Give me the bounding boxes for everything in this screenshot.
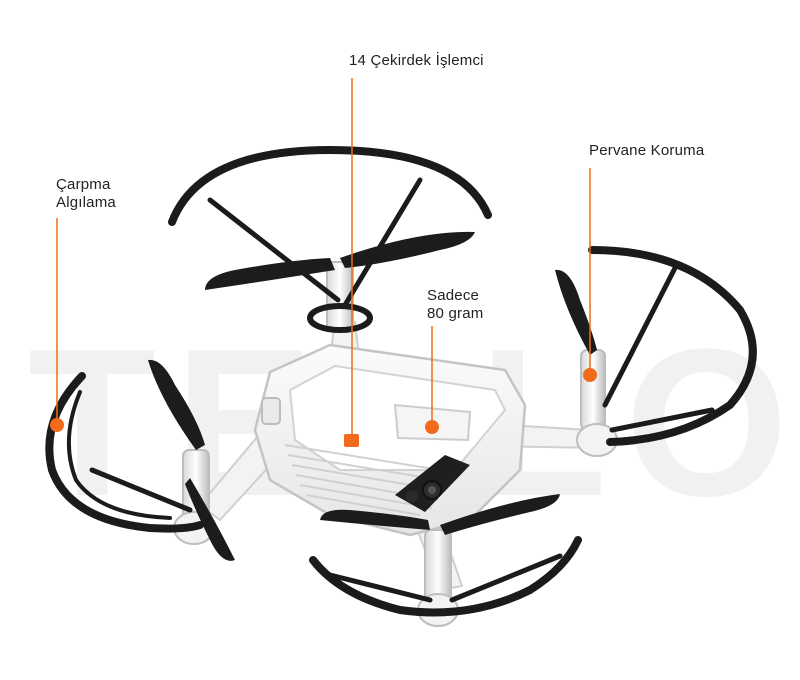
propeller-icon <box>148 231 597 561</box>
processor-callout-dot <box>344 434 359 447</box>
processor-label: 14 Çekirdek İşlemci <box>349 52 484 69</box>
collision-detection-label: Çarpma Algılama <box>56 176 116 211</box>
camera-lens-icon <box>395 455 470 512</box>
propeller-guard-callout-dot <box>583 368 597 382</box>
collision-callout-dot <box>50 418 64 432</box>
callout-lines <box>56 78 591 440</box>
propeller-guard-label: Pervane Koruma <box>589 142 705 159</box>
drone-body <box>253 343 527 537</box>
callout-dots <box>50 368 597 447</box>
motor-pods <box>173 261 618 627</box>
propeller-guard-icon <box>45 145 757 617</box>
weight-label: Sadece 80 gram <box>427 287 484 322</box>
weight-callout-dot <box>425 420 439 434</box>
